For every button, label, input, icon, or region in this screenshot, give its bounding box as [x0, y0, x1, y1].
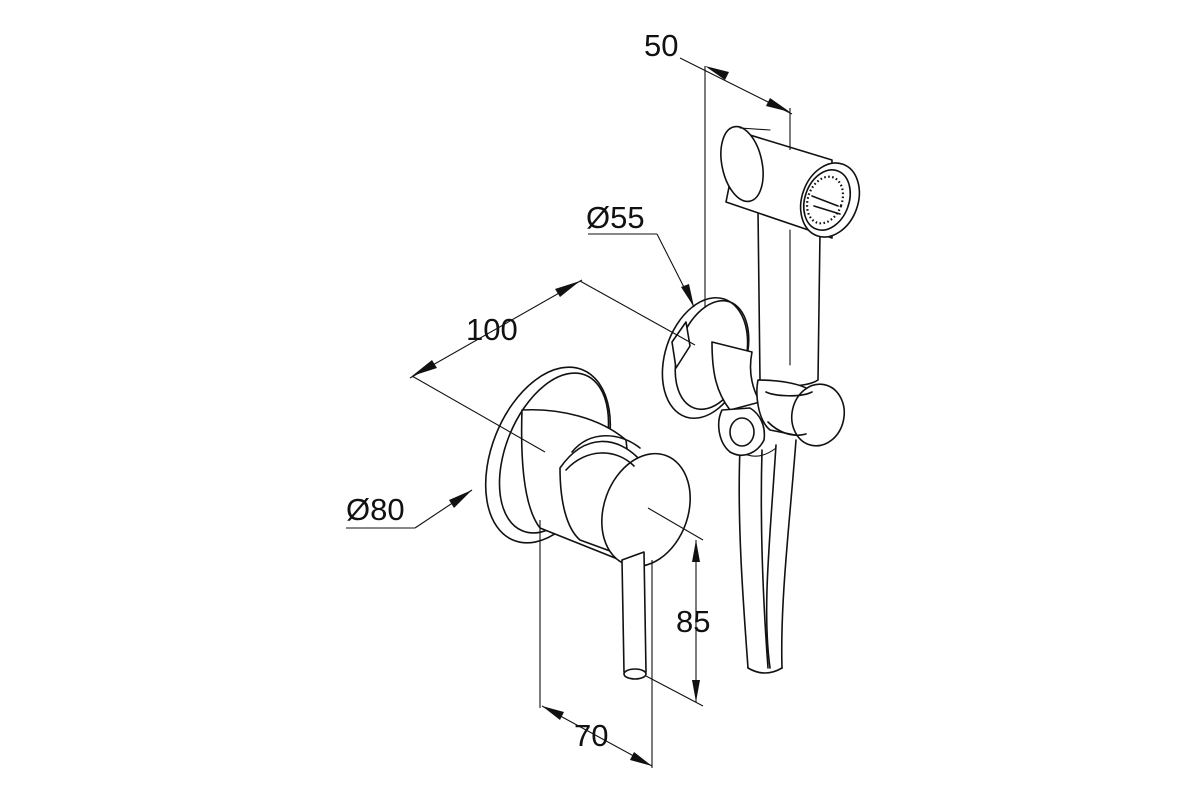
dimension-mixer-width: 70: [539, 520, 653, 768]
dimension-depth: 100: [409, 279, 696, 453]
hose: [738, 439, 797, 674]
dimension-label-100: 100: [466, 312, 518, 347]
dimension-label-d80: Ø80: [346, 492, 405, 527]
dimension-label-70: 70: [574, 718, 608, 753]
dimension-label-85: 85: [676, 604, 710, 639]
dimension-label-50: 50: [644, 28, 678, 63]
dimension-handset-width: 50: [644, 28, 793, 308]
wall-outlet: [661, 296, 766, 456]
dimension-label-d55: Ø55: [586, 200, 645, 235]
dimension-outlet-diameter: Ø55: [586, 200, 695, 308]
dimension-lever-height: 85: [645, 507, 710, 707]
spray-nozzles-icon: [805, 175, 845, 225]
dimension-rosette-diameter: Ø80: [346, 489, 473, 529]
handset: [720, 125, 861, 447]
mixer: [484, 366, 691, 680]
